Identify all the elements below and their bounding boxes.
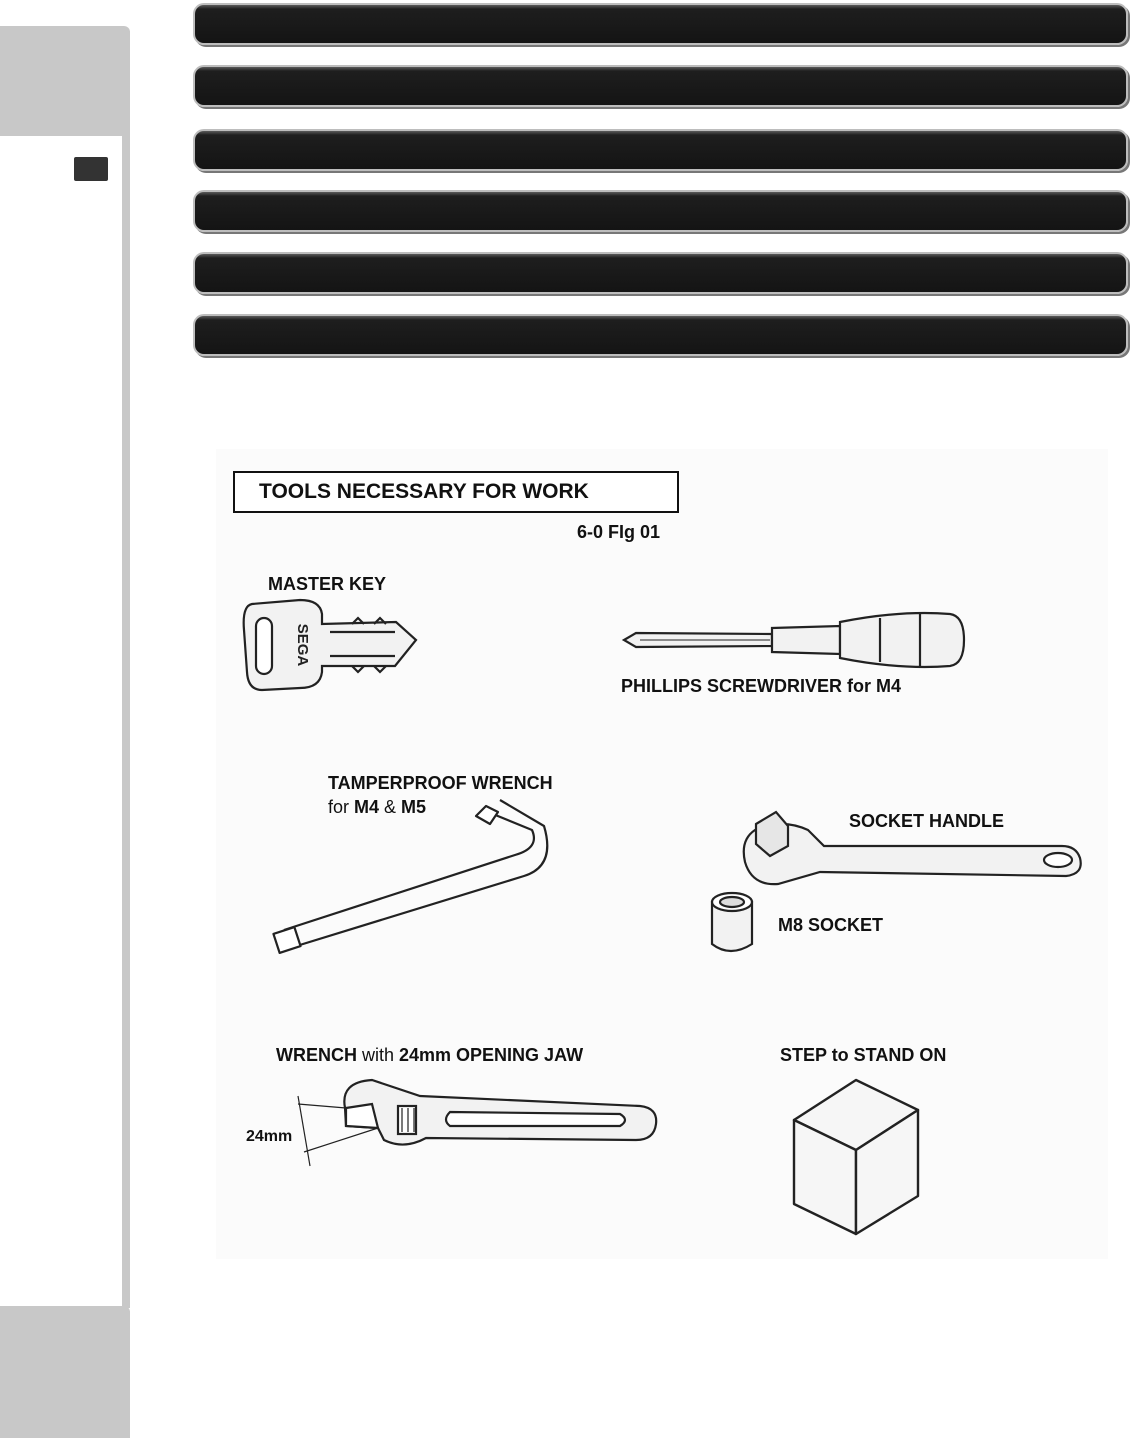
wrench-label: WRENCH with 24mm OPENING JAW <box>276 1045 583 1066</box>
m8-socket-label: M8 SOCKET <box>778 915 883 936</box>
m8-socket-illustration <box>712 893 752 951</box>
master-key-illustration: SEGA <box>244 600 416 690</box>
adjustable-wrench-illustration <box>298 1080 656 1166</box>
screwdriver-illustration <box>624 613 964 667</box>
tamperproof-label: TAMPERPROOF WRENCH <box>328 773 553 794</box>
tamperproof-m4: M4 <box>354 797 379 817</box>
tamperproof-for: for <box>328 797 354 817</box>
step-label: STEP to STAND ON <box>780 1045 946 1066</box>
socket-handle-label: SOCKET HANDLE <box>849 811 1004 832</box>
master-key-label: MASTER KEY <box>268 574 386 595</box>
tamperproof-amp: & <box>379 797 401 817</box>
tamperproof-m5: M5 <box>401 797 426 817</box>
step-box-illustration <box>794 1080 918 1234</box>
tamperproof-size-label: for M4 & M5 <box>328 797 426 818</box>
key-brand-logo: SEGA <box>294 624 311 667</box>
wrench-word: WRENCH <box>276 1045 357 1065</box>
wrench-dimension-label: 24mm <box>246 1128 292 1146</box>
tamperproof-wrench-illustration <box>273 800 547 953</box>
screwdriver-label: PHILLIPS SCREWDRIVER for M4 <box>621 676 901 697</box>
wrench-with: with <box>357 1045 399 1065</box>
wrench-jaw: 24mm OPENING JAW <box>399 1045 583 1065</box>
